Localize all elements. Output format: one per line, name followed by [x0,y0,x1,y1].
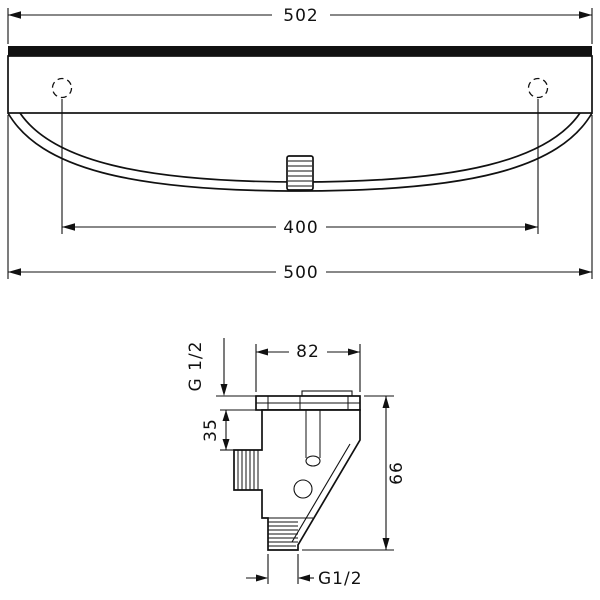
shelf-top-bar [8,46,592,56]
shelf-body [7,46,593,192]
connector-body-outline [233,409,361,551]
dim-overall-width-label: 500 [283,263,318,283]
connector-view: 82 [186,338,407,589]
bottom-thread-hatch [268,521,298,547]
front-view: 502 [7,6,593,283]
underside-outer-curve [7,112,593,192]
connector-plate [255,390,361,411]
dim-width-label: 82 [296,342,320,362]
dim-bottom-thread-label: G1/2 [318,569,363,589]
mount-hole-right [527,77,549,99]
center-spigot [286,155,314,191]
dim-hole-spacing: 400 [61,99,539,238]
dim-side-offset-label: 35 [201,418,221,442]
dim-overall-width: 500 [7,115,593,283]
dim-top-width: 502 [7,6,593,44]
dim-width: 82 [255,342,361,392]
dim-bottom-thread: G1/2 [246,554,363,589]
spigot-ribs [288,160,312,187]
dim-hole-spacing-label: 400 [283,218,318,238]
connector-body [233,409,361,551]
side-thread-hatch [237,450,259,490]
dim-top-width-label: 502 [283,6,318,26]
dim-side-offset: 35 [201,409,262,451]
dim-side-thread-label: G 1/2 [186,341,206,392]
dim-height: 66 [302,395,407,551]
dim-side-thread: G 1/2 [186,338,256,397]
dim-height-label: 66 [387,461,407,485]
mount-hole-left [51,77,73,99]
internal-detail [291,410,351,543]
shelf-front-face [7,55,593,114]
